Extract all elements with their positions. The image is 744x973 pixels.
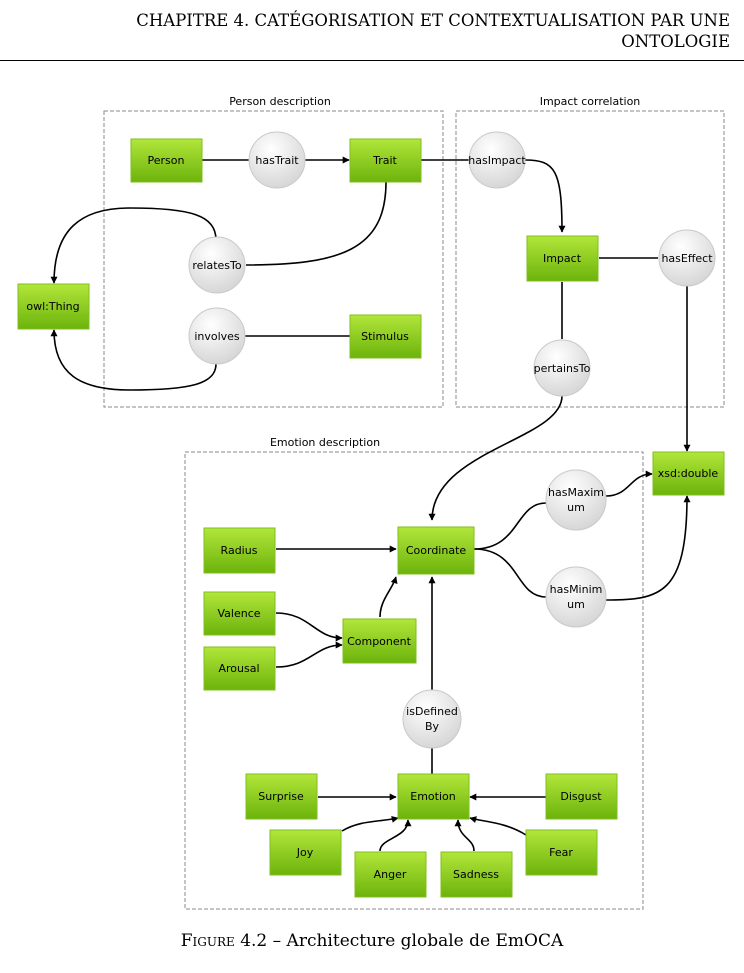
figure-caption: Figure 4.2 – Architecture globale de EmO… (0, 931, 744, 951)
chapter-header-line-1: CHAPITRE 4. CATÉGORISATION ET CONTEXTUAL… (136, 11, 730, 30)
impact-correlation-box (455, 110, 725, 408)
edge-relatesto-owlthing (50, 207, 217, 284)
property-hasmaximum-label-line-1: hasMaxim (548, 486, 604, 499)
edge-hasminimum-xsddouble (605, 495, 691, 601)
property-relatesto-label: relatesTo (192, 259, 242, 272)
edge-anger-emotion (379, 819, 412, 852)
class-trait-label: Trait (372, 154, 397, 167)
emotion-description-box (184, 451, 644, 910)
property-hasminimum-label-line-1: hasMinim (550, 583, 603, 596)
class-anger-label: Anger (374, 868, 407, 881)
edge-sadness-emotion (454, 819, 475, 852)
class-disgust-label: Disgust (560, 790, 602, 803)
class-xsd-double-label: xsd:double (658, 467, 719, 480)
property-involves-label: involves (194, 330, 240, 343)
class-owl-thing-label: owl:Thing (26, 300, 79, 313)
impact-correlation-title: Impact correlation (540, 95, 641, 108)
edge-valence-component (275, 612, 343, 642)
class-sadness: Sadness (440, 851, 513, 898)
class-emotion-label: Emotion (410, 790, 455, 803)
edge-component-coordinate (379, 576, 398, 618)
figure-caption-label: Figure 4.2 (180, 931, 268, 951)
edge-involves-owlthing (50, 329, 217, 391)
property-pertainsto-label: pertainsTo (534, 362, 591, 375)
class-radius-label: Radius (221, 544, 258, 557)
class-surprise-label: Surprise (258, 790, 304, 803)
class-stimulus-label: Stimulus (361, 330, 409, 343)
property-isdefinedby-label-line-1: isDefined (406, 705, 458, 718)
person-description-title: Person description (229, 95, 331, 108)
class-component: Component (342, 618, 417, 664)
class-owl-thing: owl:Thing (17, 283, 90, 330)
class-coordinate-label: Coordinate (406, 544, 467, 557)
class-radius: Radius (203, 527, 276, 574)
property-hasmaximum-label-line-2: um (567, 501, 585, 514)
header-rule (0, 60, 744, 61)
class-sadness-label: Sadness (453, 868, 499, 881)
edge-joy-emotion (341, 815, 399, 832)
property-hasimpact-label: hasImpact (468, 154, 526, 167)
class-valence-label: Valence (217, 607, 260, 620)
edge-hasmaximum-xsddouble (605, 470, 653, 497)
edge-hasimpact-impact (524, 159, 566, 233)
class-trait: Trait (349, 138, 422, 183)
chapter-header: CHAPITRE 4. CATÉGORISATION ET CONTEXTUAL… (90, 10, 730, 52)
class-person: Person (130, 138, 203, 183)
property-hasimpact: hasImpact (468, 131, 526, 189)
property-haseffect-label: hasEffect (661, 252, 713, 265)
property-haseffect: hasEffect (658, 229, 716, 287)
emotion-description-title: Emotion description (270, 436, 380, 449)
edge-arousal-component (275, 641, 343, 668)
property-hastrait-label: hasTrait (255, 154, 299, 167)
class-disgust: Disgust (545, 773, 618, 820)
class-valence: Valence (203, 591, 276, 636)
property-relatesto: relatesTo (188, 236, 246, 294)
property-hasminimum-label-line-2: um (567, 598, 585, 611)
edge-coordinate-hasminimum (473, 548, 547, 598)
edge-fear-emotion (469, 816, 527, 836)
edge-trait-relatesto (245, 181, 387, 266)
property-hastrait: hasTrait (248, 131, 306, 189)
class-impact-label: Impact (543, 252, 582, 265)
property-hasmaximum: hasMaxim um (545, 469, 607, 531)
property-isdefinedby: isDefined By (402, 689, 462, 749)
property-isdefinedby-label-line-2: By (425, 720, 440, 733)
figure-caption-text: – Architecture globale de EmOCA (267, 931, 564, 951)
edge-pertainsto-coordinate (428, 395, 563, 521)
class-fear: Fear (525, 829, 598, 876)
class-person-label: Person (148, 154, 185, 167)
class-arousal: Arousal (203, 646, 276, 691)
class-arousal-label: Arousal (218, 662, 259, 675)
edge-coordinate-hasmaximum (473, 502, 547, 550)
class-joy-label: Joy (296, 846, 314, 859)
edges (50, 156, 691, 852)
class-joy: Joy (269, 829, 342, 876)
class-impact: Impact (526, 235, 599, 282)
class-stimulus: Stimulus (349, 314, 422, 359)
chapter-header-line-2: ONTOLOGIE (621, 32, 730, 51)
person-description-box (103, 110, 444, 408)
class-xsd-double: xsd:double (652, 451, 725, 496)
property-pertainsto: pertainsTo (533, 339, 591, 397)
class-fear-label: Fear (549, 846, 573, 859)
property-hasminimum: hasMinim um (545, 566, 607, 628)
class-emotion: Emotion (397, 773, 470, 820)
class-anger: Anger (354, 851, 427, 898)
class-component-label: Component (347, 635, 412, 648)
property-involves: involves (188, 307, 246, 365)
class-surprise: Surprise (245, 773, 318, 820)
class-coordinate: Coordinate (397, 526, 475, 575)
